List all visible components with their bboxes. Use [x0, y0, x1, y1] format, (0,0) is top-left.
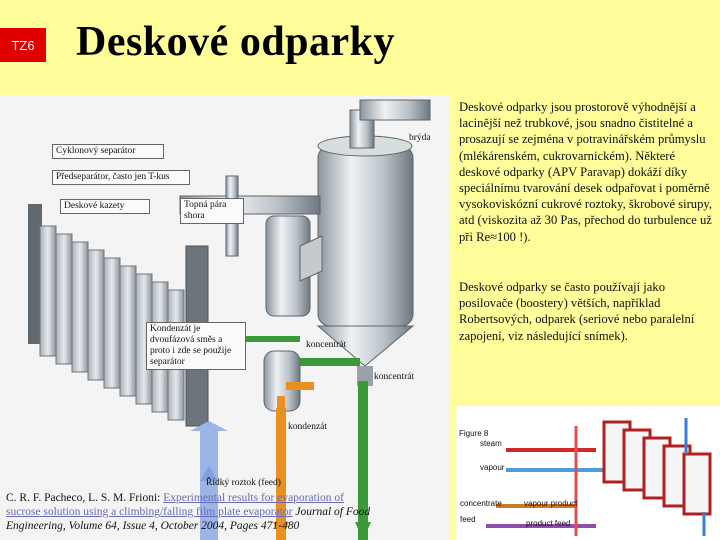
label-bryda: brýda	[409, 133, 431, 144]
label-preseparator: Předseparátor, často jen T-kus	[52, 170, 190, 185]
description-paragraph-1: Deskové odparky jsou prostorově výhodněj…	[459, 99, 717, 245]
label-condensate: kondenzát	[288, 422, 327, 433]
label-concentrate-lower: koncentrát	[374, 372, 414, 383]
figure-label-product-feed: product feed	[526, 518, 570, 529]
figure-label-concentrate: concentrate	[460, 498, 502, 509]
slide-tag: TZ6	[0, 28, 46, 62]
schematic-figure: Figure 8 steam vapour concentrate feed v…	[456, 406, 720, 540]
description-paragraph-2: Deskové odparky se často používají jako …	[459, 279, 717, 344]
evaporator-illustration	[0, 96, 450, 540]
label-plate-cassettes: Deskové kazety	[60, 199, 150, 214]
figure-label-vapour: vapour	[480, 462, 504, 473]
figure-label-feed: feed	[460, 514, 476, 525]
figure-label-vapour-product: vapour product	[524, 498, 577, 509]
label-heating-steam: Topná pára shora	[180, 198, 244, 224]
citation: C. R. F. Pacheco, L. S. M. Frioni: Exper…	[6, 491, 376, 533]
label-condensate-mixture: Kondenzát je dvoufázová směs a proto i z…	[146, 322, 246, 370]
evaporator-diagram: brýda Cyklonový separátor Předseparátor,…	[0, 96, 450, 540]
figure-label-steam: steam	[480, 438, 502, 449]
slide-title: Deskové odparky	[76, 18, 395, 66]
plate-schematic	[456, 406, 720, 540]
label-cyclone-separator: Cyklonový separátor	[52, 144, 164, 159]
label-feed: Řídký roztok (feed)	[206, 478, 281, 489]
label-concentrate-upper: koncentrát	[306, 340, 346, 351]
citation-authors: C. R. F. Pacheco, L. S. M. Frioni:	[6, 492, 163, 504]
